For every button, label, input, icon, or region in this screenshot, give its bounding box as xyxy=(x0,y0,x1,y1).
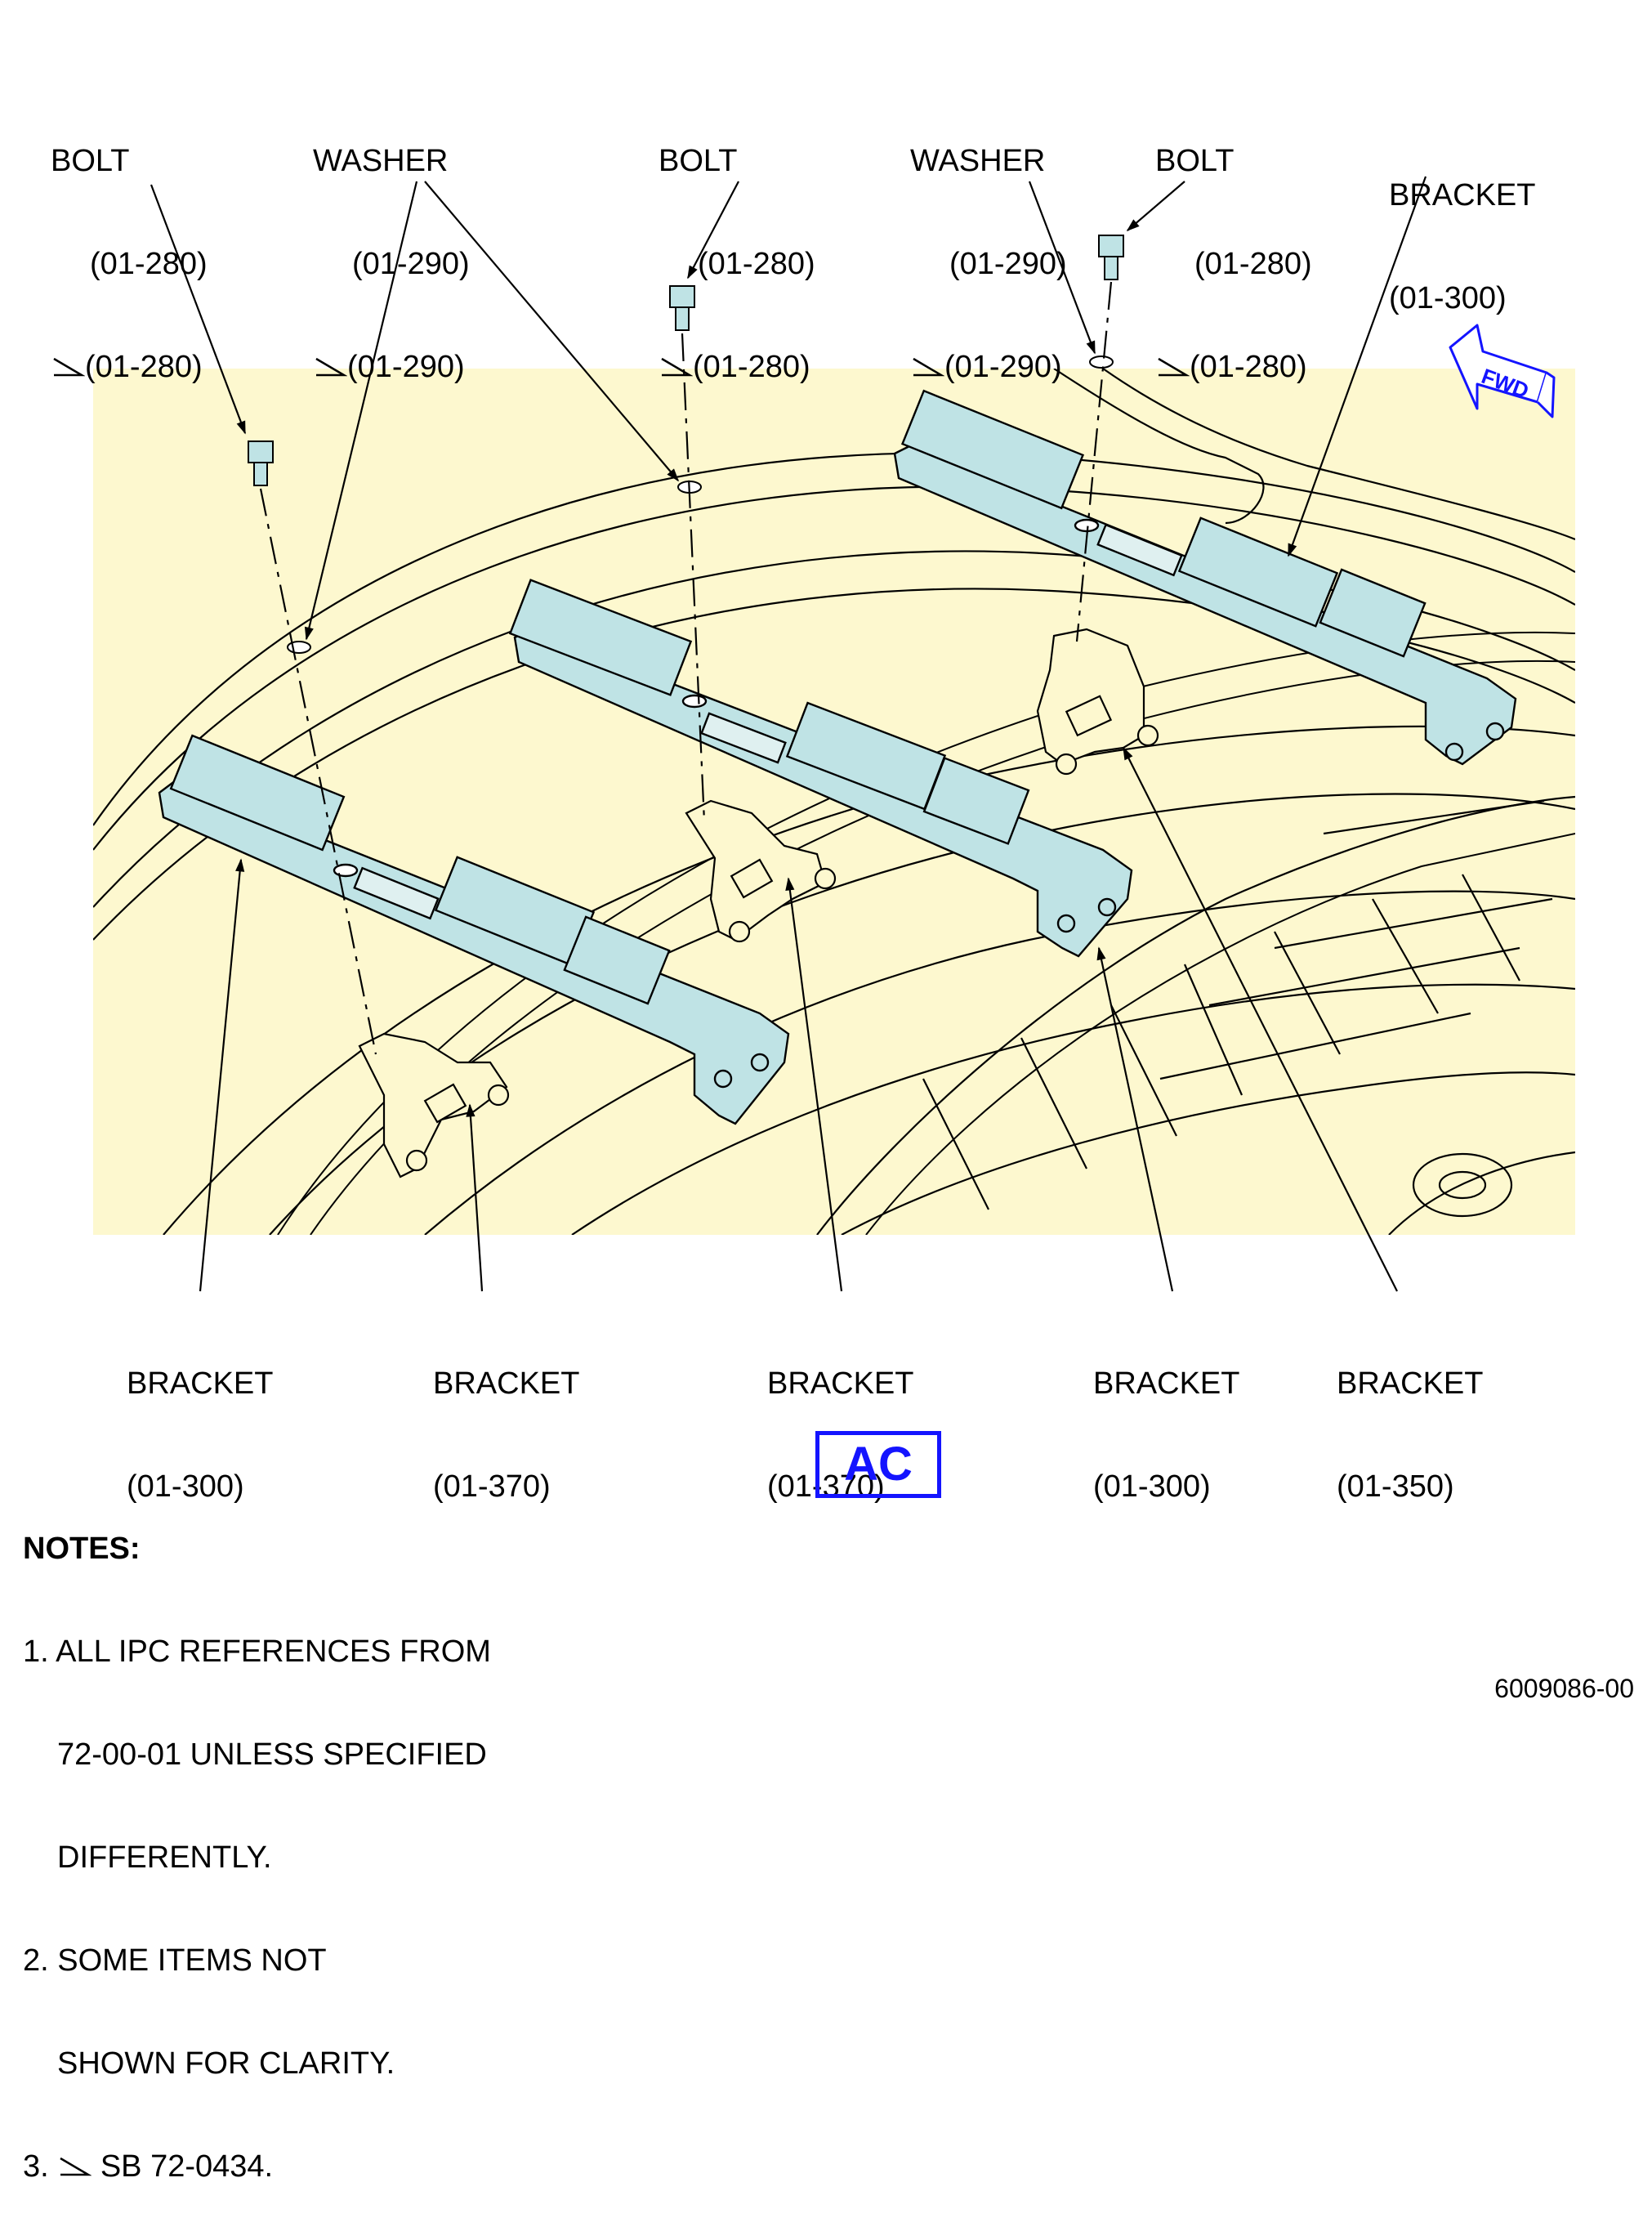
callout-ref: (01-280) xyxy=(1194,247,1312,281)
callout-sb-ref-value: (01-280) xyxy=(1190,350,1307,384)
note-2-line-1: 2. SOME ITEMS NOT xyxy=(23,1943,327,1978)
harness-bracket-01-300-middle xyxy=(508,579,1133,958)
note-3: 3. SB 72-0434. xyxy=(23,2149,491,2184)
harness-bracket-01-300-right xyxy=(893,389,1517,766)
service-bulletin-triangle-icon xyxy=(1158,357,1190,377)
engine-case-outline xyxy=(93,369,1575,1235)
callout-sb-ref-value: (01-290) xyxy=(347,350,465,384)
callout-ref: (01-290) xyxy=(352,247,470,281)
callout-name: BRACKET xyxy=(127,1366,274,1401)
callout-ref: (01-370) xyxy=(433,1469,551,1504)
callout-washer-2: WASHER (01-290) (01-290) xyxy=(910,75,1067,418)
bolt-01-280-left xyxy=(248,440,274,486)
callout-name: BRACKET xyxy=(1389,178,1536,212)
support-bracket-01-370-left xyxy=(358,1032,510,1178)
callout-name: BRACKET xyxy=(433,1366,580,1401)
callout-name: BRACKET xyxy=(767,1366,914,1401)
note-1-line-3: DIFFERENTLY. xyxy=(57,1840,272,1875)
callout-bracket-top: BRACKET (01-300) xyxy=(1389,110,1535,350)
notes-block: NOTES: 1. ALL IPC REFERENCES FROM 72-00-… xyxy=(23,1463,491,2218)
callout-bolt-2: BOLT (01-280) (01-280) xyxy=(659,75,815,418)
callout-washer-1: WASHER (01-290) (01-290) xyxy=(313,75,470,418)
callout-bolt-3: BOLT (01-280) (01-280) xyxy=(1155,75,1312,418)
note-1-line-1: 1. ALL IPC REFERENCES FROM xyxy=(23,1634,491,1669)
callout-sb-ref: (01-290) xyxy=(313,350,470,384)
bolt-01-280-right xyxy=(1098,235,1124,280)
callout-ref: (01-350) xyxy=(1337,1469,1454,1504)
installation-centerlines xyxy=(259,281,1113,1055)
exploded-assembly-diagram: FWD xyxy=(93,176,1575,1292)
callout-bracket-b5: BRACKET (01-350) xyxy=(1337,1298,1483,1538)
support-bracket-01-370-right xyxy=(685,799,837,943)
view-identifier-badge: AC xyxy=(815,1431,941,1498)
callout-sb-ref-value: (01-280) xyxy=(693,350,810,384)
callout-bracket-b1: BRACKET (01-300) xyxy=(127,1298,273,1538)
figure-number: 6009086-00 xyxy=(1494,1674,1634,1703)
note-3-number: 3. xyxy=(23,2149,49,2184)
callout-leader-lines xyxy=(150,176,1427,1292)
callout-sb-ref: (01-280) xyxy=(51,350,208,384)
callout-name: WASHER xyxy=(313,144,449,178)
bolt-01-280-middle xyxy=(669,285,695,331)
callout-sb-ref-value: (01-290) xyxy=(944,350,1062,384)
callout-ref: (01-280) xyxy=(698,247,815,281)
service-bulletin-triangle-icon xyxy=(53,357,85,377)
callout-name: WASHER xyxy=(910,144,1046,178)
washer-01-290-right xyxy=(1089,356,1114,369)
service-bulletin-triangle-icon xyxy=(913,357,944,377)
callout-sb-ref: (01-290) xyxy=(910,350,1067,384)
callout-ref: (01-300) xyxy=(1389,281,1507,315)
service-bulletin-triangle-icon xyxy=(661,357,693,377)
support-bracket-01-350 xyxy=(1036,628,1159,776)
callout-bracket-b2: BRACKET (01-370) xyxy=(433,1298,579,1538)
callout-ref: (01-300) xyxy=(1093,1469,1211,1504)
washer-01-290-left xyxy=(287,641,311,654)
service-bulletin-triangle-icon xyxy=(60,2157,92,2176)
harness-bracket-01-300-left xyxy=(158,734,790,1125)
callout-ref: (01-290) xyxy=(949,247,1067,281)
callout-ref: (01-300) xyxy=(127,1469,244,1504)
callout-bracket-b3: BRACKET (01-370) xyxy=(767,1298,913,1538)
callout-name: BOLT xyxy=(1155,144,1235,178)
callout-sb-ref: (01-280) xyxy=(659,350,815,384)
callout-bolt-1: BOLT (01-280) (01-280) xyxy=(51,75,208,418)
callout-name: BRACKET xyxy=(1093,1366,1240,1401)
callout-ref: (01-280) xyxy=(90,247,208,281)
callout-sb-ref-value: (01-280) xyxy=(85,350,203,384)
note-1-line-2: 72-00-01 UNLESS SPECIFIED xyxy=(57,1737,487,1772)
callout-name: BRACKET xyxy=(1337,1366,1484,1401)
callout-sb-ref: (01-280) xyxy=(1155,350,1312,384)
note-3-text: SB 72-0434. xyxy=(100,2149,274,2184)
callout-ref: (01-370) xyxy=(767,1469,885,1504)
callout-name: BOLT xyxy=(51,144,130,178)
callout-bracket-b4: BRACKET (01-300) xyxy=(1093,1298,1239,1538)
callout-name: BOLT xyxy=(659,144,738,178)
notes-title: NOTES: xyxy=(23,1532,141,1566)
service-bulletin-triangle-icon xyxy=(315,357,347,377)
note-2-line-2: SHOWN FOR CLARITY. xyxy=(57,2046,395,2081)
